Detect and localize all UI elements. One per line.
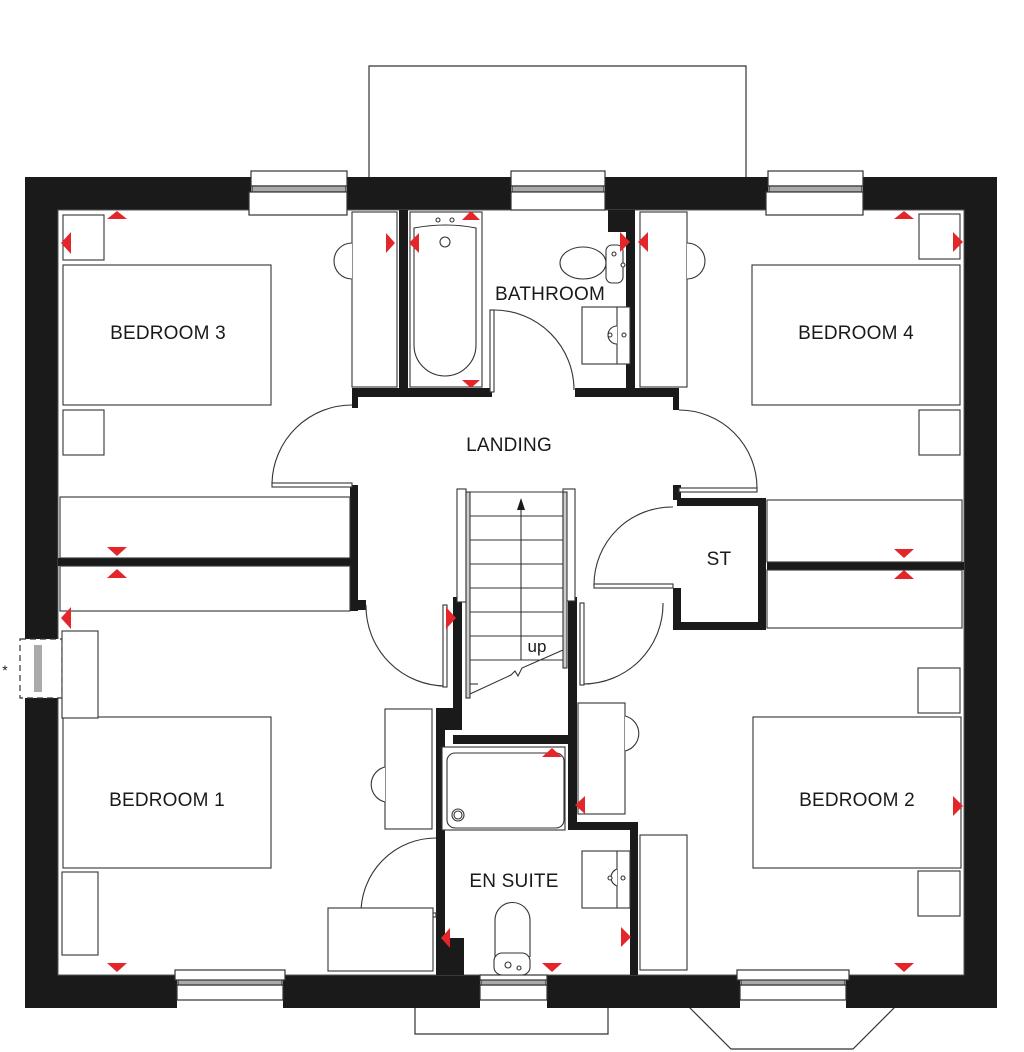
door-bedroom-1	[365, 604, 447, 687]
bath-inner	[413, 224, 477, 377]
room-label-bathroom: BATHROOM	[495, 284, 605, 305]
window-bedroom-2	[736, 969, 850, 1001]
door-bedroom-3	[271, 404, 353, 484]
door-bedroom-4	[678, 409, 758, 489]
chair	[624, 715, 640, 752]
bedside-table	[61, 630, 99, 719]
wardrobe-bedroom-3-b	[59, 496, 351, 559]
bed-bedroom-3	[62, 264, 272, 406]
doors	[271, 309, 758, 918]
room-label-landing: LANDING	[466, 435, 552, 456]
window-note-asterisk: *	[2, 662, 8, 678]
outer-walls	[25, 177, 997, 1008]
top-projection-outline	[368, 65, 747, 178]
stair-arrow-icon	[517, 498, 525, 510]
bed-bedroom-1	[62, 716, 272, 869]
window-bedroom-1	[174, 969, 286, 1001]
bedside-table	[917, 667, 961, 714]
wc-bathroom	[559, 246, 607, 280]
bottom-left-projection-outline	[414, 1006, 609, 1035]
bedside-table	[918, 409, 961, 456]
electrical-markers	[61, 211, 963, 972]
chair	[333, 242, 353, 280]
bath	[409, 211, 483, 388]
wardrobe-bedroom-4	[766, 499, 963, 563]
desk-bedroom-1	[384, 708, 433, 830]
windows	[19, 170, 864, 1001]
stairs-up-label: up	[527, 637, 547, 656]
window-bedroom-3	[248, 170, 348, 216]
bed-bedroom-2	[752, 716, 962, 869]
door-en-suite	[360, 837, 437, 914]
room-label-storage: ST	[706, 549, 732, 570]
room-label-bedroom-3: BEDROOM 3	[110, 323, 226, 344]
bedside-table	[62, 409, 105, 456]
wardrobe-bedroom-1	[59, 565, 351, 612]
furniture	[59, 211, 963, 972]
door-bathroom	[493, 309, 575, 391]
wardrobe-bedroom-2	[639, 834, 688, 971]
door-storage	[593, 506, 674, 586]
sanitary	[409, 211, 631, 976]
window-en-suite	[479, 974, 548, 1001]
window-bathroom	[510, 170, 606, 211]
staircase	[456, 488, 576, 699]
bay-window-outline	[687, 1005, 897, 1050]
room-label-en-suite: EN SUITE	[469, 871, 559, 892]
window-bedroom-1-side	[19, 638, 63, 699]
room-label-bedroom-1: BEDROOM 1	[109, 790, 225, 811]
door-bedroom-2	[582, 602, 664, 685]
room-label-bedroom-4: BEDROOM 4	[798, 323, 914, 344]
room-label-bedroom-2: BEDROOM 2	[799, 790, 915, 811]
bed-bedroom-4	[751, 264, 961, 406]
wardrobe-bedroom-2-b	[766, 569, 963, 629]
bedside-table	[61, 871, 99, 956]
desk-bedroom-2	[577, 702, 626, 815]
chest-bedroom-1	[327, 907, 434, 972]
wc-en-suite	[494, 901, 531, 957]
internal-walls	[58, 210, 964, 975]
chair	[686, 242, 706, 280]
window-bedroom-4	[765, 170, 864, 216]
bedside-table	[917, 870, 961, 917]
chair	[370, 766, 386, 803]
